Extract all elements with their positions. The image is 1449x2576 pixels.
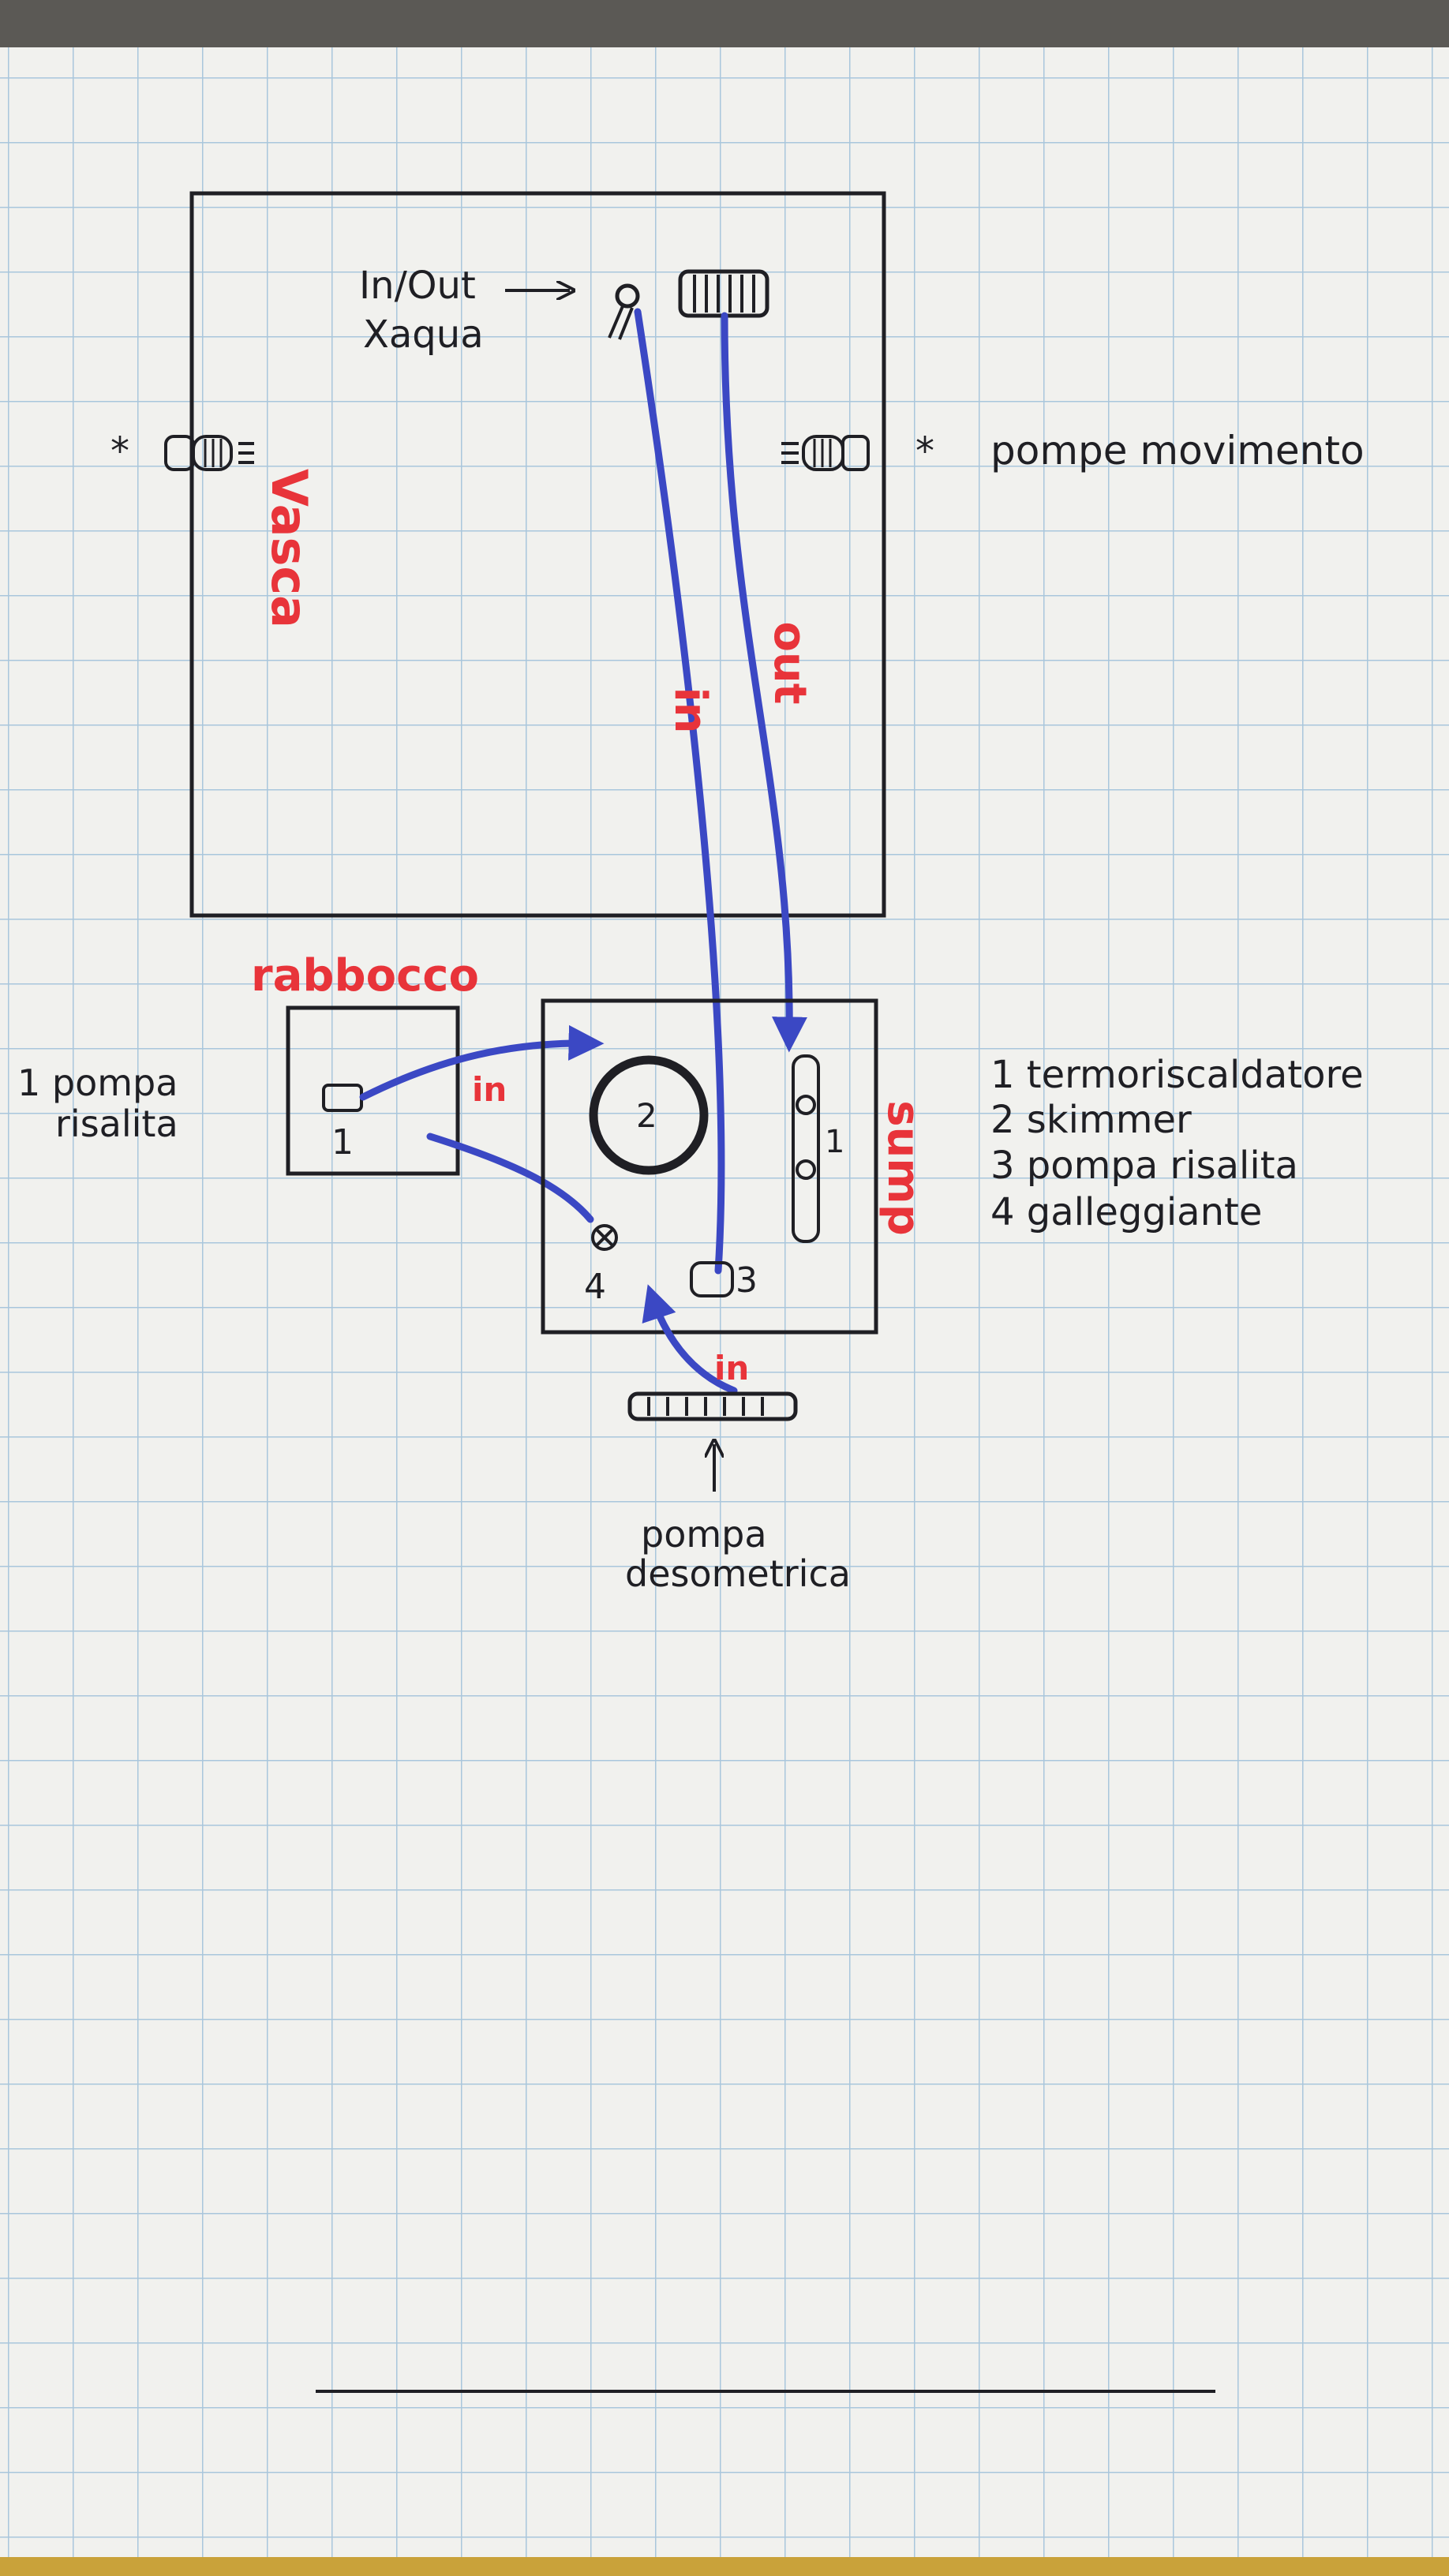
legend-item-3: 3 pompa risalita bbox=[990, 1144, 1298, 1188]
inout-label: In/Out bbox=[359, 264, 476, 308]
pipe-osmosis-to-sump bbox=[642, 1284, 738, 1395]
pompa-risalita-label-line1: 1 pompa bbox=[17, 1061, 178, 1104]
pipe-out-sump-to-vasca bbox=[721, 312, 807, 1053]
left-pump-rotor-icon bbox=[192, 435, 233, 471]
intake-nozzle-icon bbox=[608, 283, 640, 340]
heater-icon bbox=[792, 1054, 820, 1243]
legend-item-4: 4 galleggiante bbox=[990, 1190, 1262, 1234]
vasca-label: Vasca bbox=[260, 469, 318, 628]
pipe-in-label: in bbox=[665, 687, 716, 733]
rabbocco-pump-number: 1 bbox=[331, 1122, 354, 1163]
legend-item-2: 2 skimmer bbox=[990, 1098, 1192, 1142]
left-movement-pump: * bbox=[110, 429, 254, 474]
float-switch-number: 4 bbox=[584, 1267, 606, 1307]
osmosis-pump-grille-icon bbox=[627, 1391, 798, 1421]
legend-item-1: 1 termoriscaldatore bbox=[990, 1053, 1364, 1097]
pipe-out-label: out bbox=[764, 621, 815, 704]
paper-top-shadow bbox=[0, 0, 1449, 55]
skimmer-number: 2 bbox=[636, 1096, 657, 1135]
pipe-in-vasca-to-sump bbox=[634, 308, 725, 1275]
heater-clip-bottom-icon bbox=[796, 1159, 816, 1180]
pompa-desometrica-label-line2: desometrica bbox=[625, 1552, 851, 1595]
topup-in-label: in bbox=[472, 1070, 507, 1109]
pipe-topup-float-line bbox=[426, 1133, 594, 1223]
heater-number: 1 bbox=[825, 1124, 844, 1160]
pompa-risalita-label-line2: risalita bbox=[55, 1103, 178, 1145]
skimmer-icon bbox=[589, 1055, 709, 1175]
rabbocco-label: rabbocco bbox=[251, 950, 479, 1002]
right-movement-pump: * bbox=[781, 429, 934, 474]
pompe-movimento-label: pompe movimento bbox=[990, 428, 1365, 474]
left-pump-star: * bbox=[110, 429, 129, 474]
heater-clip-top-icon bbox=[796, 1095, 816, 1115]
sump-label: sump bbox=[878, 1100, 929, 1236]
vasca-tank: Vasca bbox=[189, 191, 886, 918]
return-pump-icon bbox=[690, 1261, 734, 1297]
sump-tank: sump 2 1 4 3 bbox=[541, 998, 929, 1335]
paper-bottom-edge bbox=[0, 2557, 1449, 2576]
right-pump-body-icon bbox=[841, 435, 870, 471]
xaqua-label: Xaqua bbox=[363, 313, 484, 357]
sump-outline bbox=[541, 998, 878, 1335]
osmosis-in-label: in bbox=[714, 1349, 749, 1387]
pompa-desometrica-label-line1: pompa bbox=[641, 1513, 767, 1556]
grid-lines bbox=[0, 47, 1449, 2557]
pipe-topup-to-sump bbox=[359, 1024, 605, 1101]
right-pump-flow-icon bbox=[781, 442, 799, 464]
rabbocco-tank: rabbocco 1 bbox=[251, 950, 479, 1176]
left-pump-flow-icon bbox=[238, 442, 254, 464]
vasca-outline bbox=[189, 191, 886, 918]
return-pump-number: 3 bbox=[736, 1260, 758, 1301]
rabbocco-outline bbox=[286, 1005, 460, 1176]
component-legend: 1 termoriscaldatore 2 skimmer 3 pompa ri… bbox=[990, 1053, 1364, 1234]
float-switch-icon bbox=[591, 1224, 618, 1251]
right-pump-star: * bbox=[915, 429, 934, 474]
